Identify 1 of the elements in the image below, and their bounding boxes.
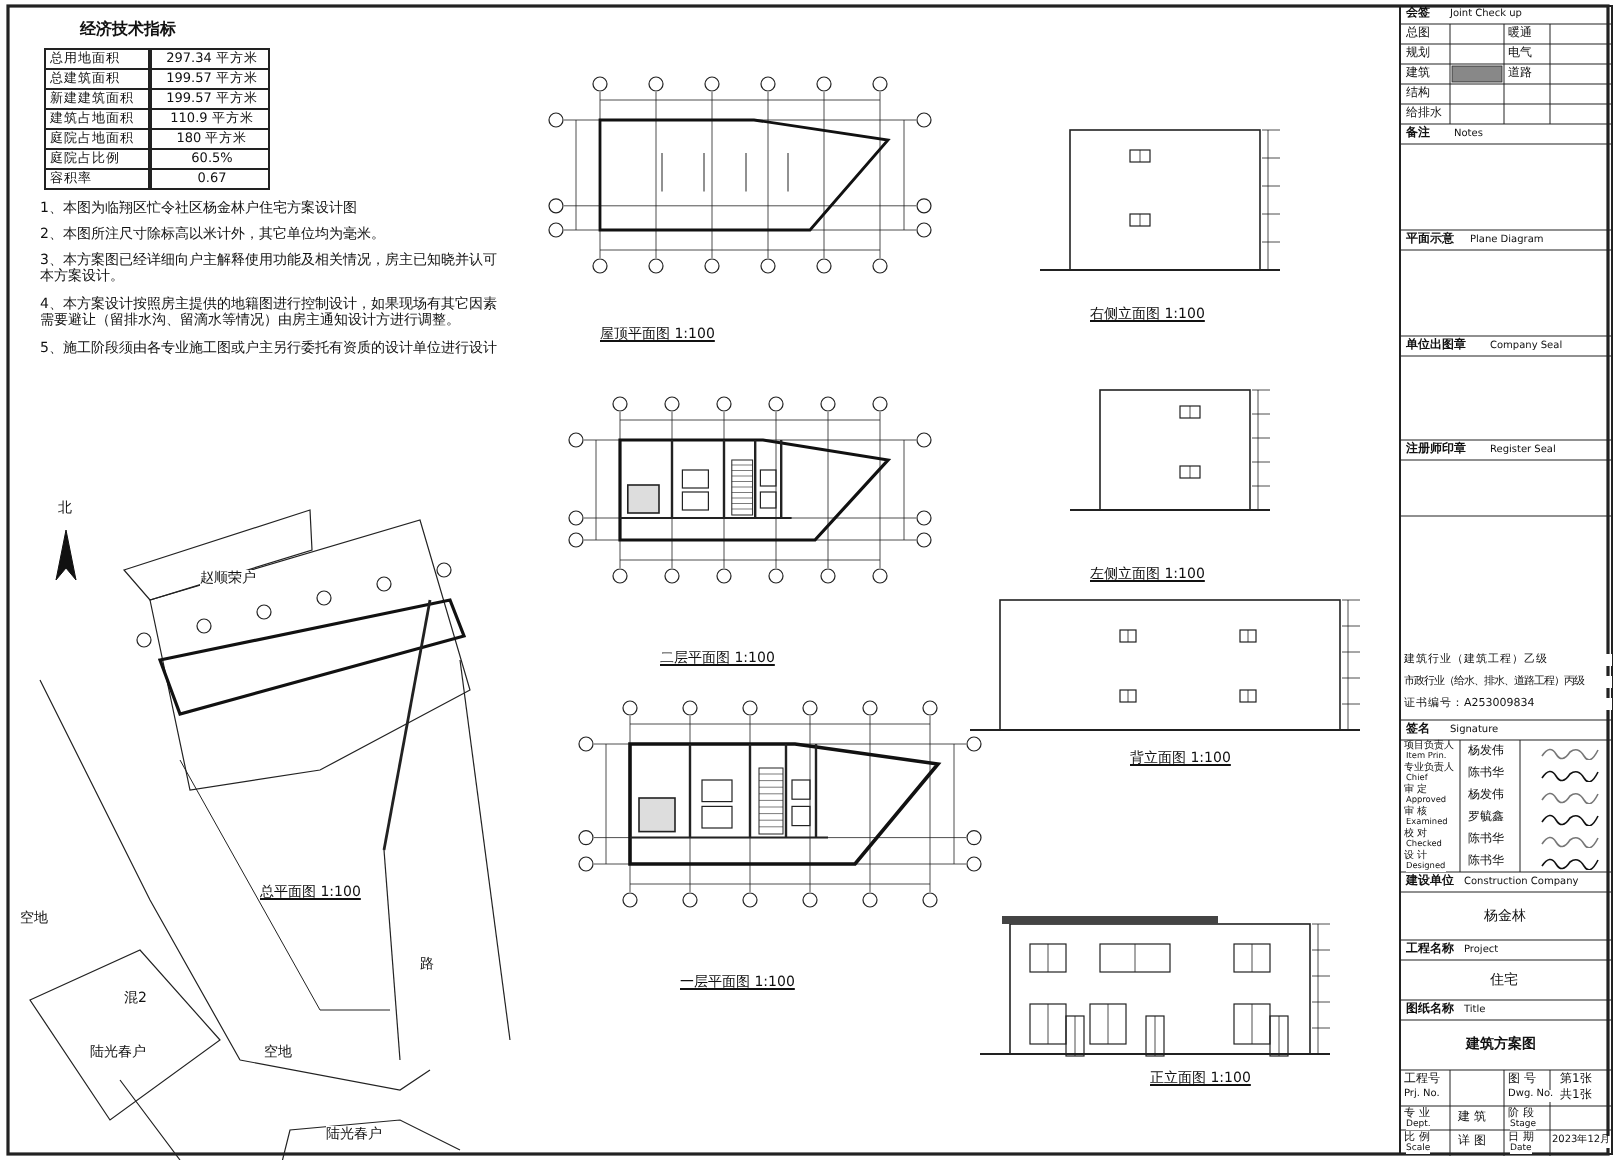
table-title: 经济技术指标 bbox=[80, 20, 176, 39]
